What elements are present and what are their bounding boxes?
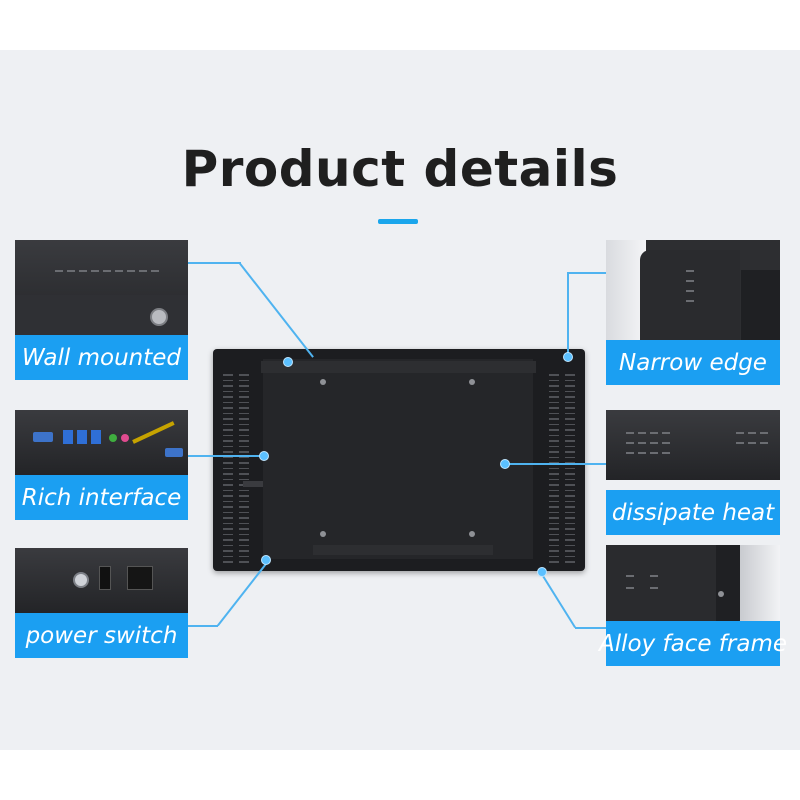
power-socket-icon <box>127 566 153 590</box>
connector-line-interface <box>188 455 264 457</box>
port-strip <box>243 481 263 487</box>
power-switch-thumbnail <box>15 548 188 613</box>
audio-jack-icon-2 <box>121 434 129 442</box>
point-interface <box>259 451 269 461</box>
point-narrow <box>563 352 573 362</box>
page-title: Product details <box>181 140 619 198</box>
connector-line-alloy <box>575 627 606 629</box>
vga-port-icon <box>33 432 53 442</box>
monitor-back-image <box>213 349 585 571</box>
title-underline <box>378 219 418 224</box>
alloy-face-frame-label: Alloy face frame <box>599 621 787 666</box>
usb-port-icon-2 <box>77 430 87 444</box>
narrow-edge-thumbnail <box>606 240 780 340</box>
narrow-edge-label: Narrow edge <box>606 340 780 385</box>
connector-line-wall <box>188 262 241 264</box>
point-heat <box>500 459 510 469</box>
connector-line-power <box>188 625 218 627</box>
rocker-switch-icon <box>99 566 111 590</box>
wall-mounted-label: Wall mounted <box>15 335 188 380</box>
power-button-icon <box>73 572 89 588</box>
connector-line-narrow <box>567 272 606 274</box>
point-alloy <box>537 567 547 577</box>
screw-knob-icon <box>150 308 168 326</box>
serial-port-icon <box>165 448 183 457</box>
rich-interface-label: Rich interface <box>15 475 188 520</box>
dissipate-heat-label: dissipate heat <box>606 490 780 535</box>
ports-thumbnail <box>15 410 188 475</box>
point-wall <box>283 357 293 367</box>
point-power <box>261 555 271 565</box>
connector-line-narrow-vert <box>567 272 569 355</box>
usb-port-icon-3 <box>91 430 101 444</box>
connector-line-heat <box>505 463 606 465</box>
heat-vent-thumbnail <box>606 410 780 480</box>
wall-mount-thumbnail <box>15 240 188 340</box>
power-switch-label: power switch <box>15 613 188 658</box>
usb-port-icon <box>63 430 73 444</box>
audio-jack-icon <box>109 434 117 442</box>
alloy-frame-thumbnail <box>606 545 780 622</box>
